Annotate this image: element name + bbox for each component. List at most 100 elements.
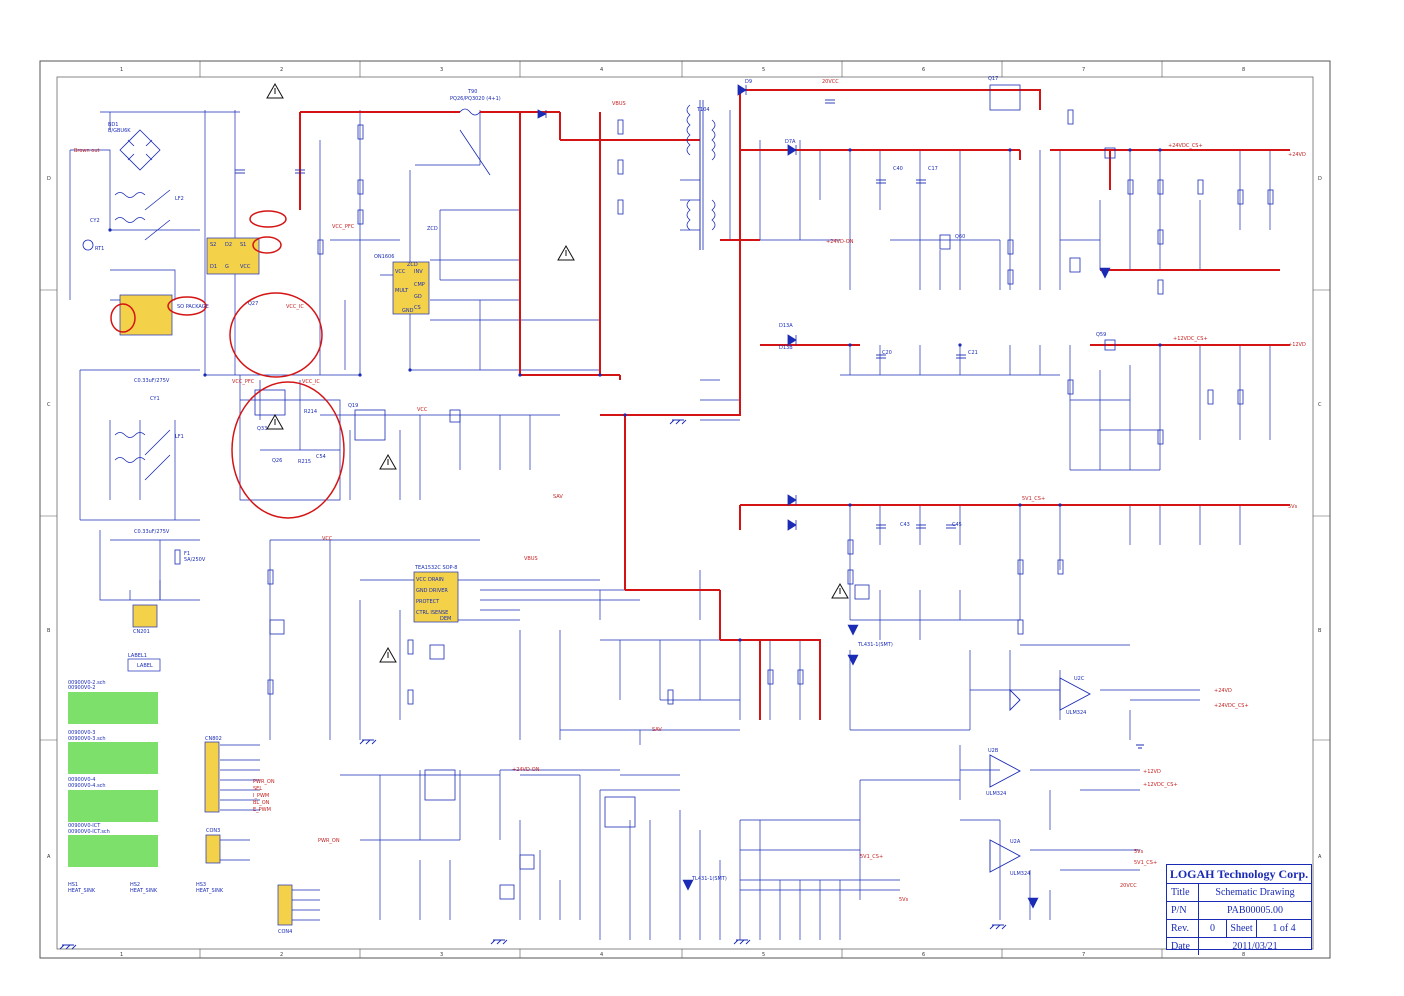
power-rails bbox=[299, 89, 1290, 720]
connector-con4: CON4 bbox=[277, 884, 292, 935]
optocouplers bbox=[269, 584, 870, 900]
ruler-col-2-bottom: 2 bbox=[280, 952, 283, 958]
title-block: LOGAH Technology Corp. Title Schematic D… bbox=[1166, 864, 1312, 955]
cn201-ref: CN201 bbox=[133, 629, 150, 635]
ruler-col-6: 6 bbox=[922, 67, 925, 73]
ruler-col-8: 8 bbox=[1242, 67, 1245, 73]
ruler-row-d-right: D bbox=[1318, 176, 1322, 182]
soic-pin-vcc: VCC bbox=[240, 264, 251, 270]
inner-frame bbox=[56, 76, 1314, 950]
soic-pin-d1: D1 bbox=[210, 264, 217, 270]
net-5vs-bottom: 5Vs bbox=[899, 897, 909, 903]
ruler-col-labels-bottom: 1 2 3 4 5 6 7 8 bbox=[120, 952, 1245, 958]
net-vcc: VCC bbox=[417, 407, 428, 413]
con4-ref: CON4 bbox=[278, 929, 292, 935]
u2a-part: ULM324 bbox=[1010, 871, 1030, 877]
ic-pin-gnd: GND bbox=[402, 308, 414, 314]
u2c-part: ULM324 bbox=[1066, 710, 1086, 716]
con-pin-i-pwm: I_PWM bbox=[253, 793, 269, 799]
ruler-col-5: 5 bbox=[762, 67, 765, 73]
pn-value: PAB00005.00 bbox=[1226, 905, 1284, 916]
ruler-col-labels-top: 1 2 3 4 5 6 7 8 bbox=[120, 67, 1245, 73]
tl431-shunts bbox=[682, 267, 1111, 909]
pfc-controller-ic: VCC INV MULT CMP ZCD GD CS GND bbox=[392, 261, 430, 315]
u3-pin-protect: PROTECT bbox=[416, 599, 440, 605]
signal-wires bbox=[69, 110, 1271, 940]
u3-pin-dem: DEM bbox=[440, 616, 451, 622]
net-24vd-on: +24VD-ON bbox=[512, 767, 540, 773]
net-5v1-cs-opamp: 5V1_CS+ bbox=[1134, 860, 1157, 866]
ic-pin-inv: INV bbox=[414, 269, 423, 275]
ruler-col-6-bottom: 6 bbox=[922, 952, 925, 958]
net-vcc-ic-2: VCC_IC bbox=[302, 379, 320, 385]
u2b-ref: U2B bbox=[988, 748, 999, 754]
rev-value: 0 bbox=[1199, 920, 1227, 937]
bd1-value: B/GBU6K bbox=[108, 128, 131, 134]
u2b-part: ULM324 bbox=[986, 791, 1006, 797]
sheet-3-ref: 00900V0-3 bbox=[68, 730, 96, 736]
hs1-ref: HS1 bbox=[68, 882, 78, 888]
u2c-ref: U2C bbox=[1074, 676, 1085, 682]
date-label: Date bbox=[1167, 938, 1199, 955]
con-pin-pwr-on: PWR_ON bbox=[253, 779, 275, 785]
sheet-3-file: 00900V0-3.sch bbox=[68, 736, 106, 742]
title-label: Title bbox=[1167, 884, 1199, 901]
ic-pin-gd: GD bbox=[414, 294, 422, 300]
d13a-ref: D13A bbox=[779, 323, 793, 329]
con-pin-sel: SEL bbox=[253, 786, 262, 792]
label1-ref: LABEL1 bbox=[128, 653, 147, 659]
r215-ref: R215 bbox=[298, 459, 311, 465]
cx2-ref: C0.33uF/275V bbox=[134, 378, 170, 384]
net-12vdc-cs: +12VDC_CS+ bbox=[1173, 336, 1208, 342]
sheet-value: 1 of 4 bbox=[1272, 923, 1296, 934]
title-block-rev-row: Rev. 0 Sheet 1 of 4 bbox=[1167, 919, 1311, 937]
net-24vdc-cs-opamp: +24VDC_CS+ bbox=[1214, 703, 1249, 709]
bd1-ref: BD1 bbox=[108, 122, 118, 128]
hierarchical-sheets: 00900V0-2 00900V0-2.sch 00900V0-3 00900V… bbox=[68, 680, 158, 867]
c20-ref: C20 bbox=[882, 350, 892, 356]
soic-pin-g: G bbox=[225, 264, 229, 270]
q26-ref: Q26 bbox=[272, 458, 282, 464]
c17-ref: C17 bbox=[928, 166, 938, 172]
net-5vs-opamp: 5Vs bbox=[1134, 849, 1144, 855]
ic-pin-mult: MULT bbox=[395, 288, 409, 294]
net-24vdc-cs: +24VDC_CS+ bbox=[1168, 143, 1203, 149]
ic-pin-vcc: VCC bbox=[395, 269, 406, 275]
net-sav-2: SAV bbox=[652, 727, 662, 733]
output-connector-cn802: CN802 PWR_ON SEL I_PWM BL_ON E_PWM bbox=[204, 736, 275, 813]
t90-ref: T90 bbox=[467, 89, 477, 95]
dual-mosfet-chip: S2 D2 S1 D1 G VCC bbox=[206, 237, 260, 275]
title-block-company-row: LOGAH Technology Corp. bbox=[1167, 865, 1311, 883]
net-20vcc-opamp: 20VCC bbox=[1120, 883, 1137, 889]
secondary-diodes bbox=[537, 84, 797, 531]
rt1-ref: RT1 bbox=[95, 246, 104, 252]
q17-ref: Q17 bbox=[988, 76, 998, 82]
label-value: LABEL bbox=[137, 663, 153, 669]
sheet-2-ref: 00900V0-2 bbox=[68, 685, 96, 691]
u3-pin-vcc-drain: VCC DRAIN bbox=[416, 577, 444, 583]
f1-value: 5A/250V bbox=[184, 557, 206, 563]
sheet-4-ref: 00900V0-4 bbox=[68, 777, 96, 783]
ac-input-connector-cn201: CN201 bbox=[132, 604, 158, 635]
ruler-col-3-bottom: 3 bbox=[440, 952, 443, 958]
ruler-row-d: D bbox=[47, 176, 51, 182]
soic-pin-s2: S2 bbox=[210, 242, 216, 248]
pfc-inductor-t90 bbox=[459, 108, 491, 176]
net-24vd-on-2: +24VD-ON bbox=[826, 239, 854, 245]
tl431-label-2: TL431-1(SMT) bbox=[691, 876, 727, 882]
bridge-rectifier-bd1: BD1 B/GBU6K bbox=[108, 122, 161, 171]
soic-pin-s1: S1 bbox=[240, 242, 246, 248]
net-24vd-opamp: +24VD bbox=[1214, 688, 1232, 694]
c21-ref: C21 bbox=[968, 350, 978, 356]
ruler-row-b: B bbox=[47, 628, 51, 634]
cn802-ref: CN802 bbox=[205, 736, 222, 742]
net-vbus: VBUS bbox=[612, 101, 626, 107]
ruler-row-labels: D C B A D C B A bbox=[47, 176, 1322, 860]
outer-frame bbox=[39, 60, 1331, 959]
hs2-ref: HS2 bbox=[130, 882, 140, 888]
u1-part: ON1606 bbox=[374, 254, 394, 260]
so-package-label: SO PACKAGE bbox=[177, 304, 209, 310]
heat-sinks: HS1 HEAT_SINK HS2 HEAT_SINK HS3 HEAT_SIN… bbox=[68, 882, 224, 894]
